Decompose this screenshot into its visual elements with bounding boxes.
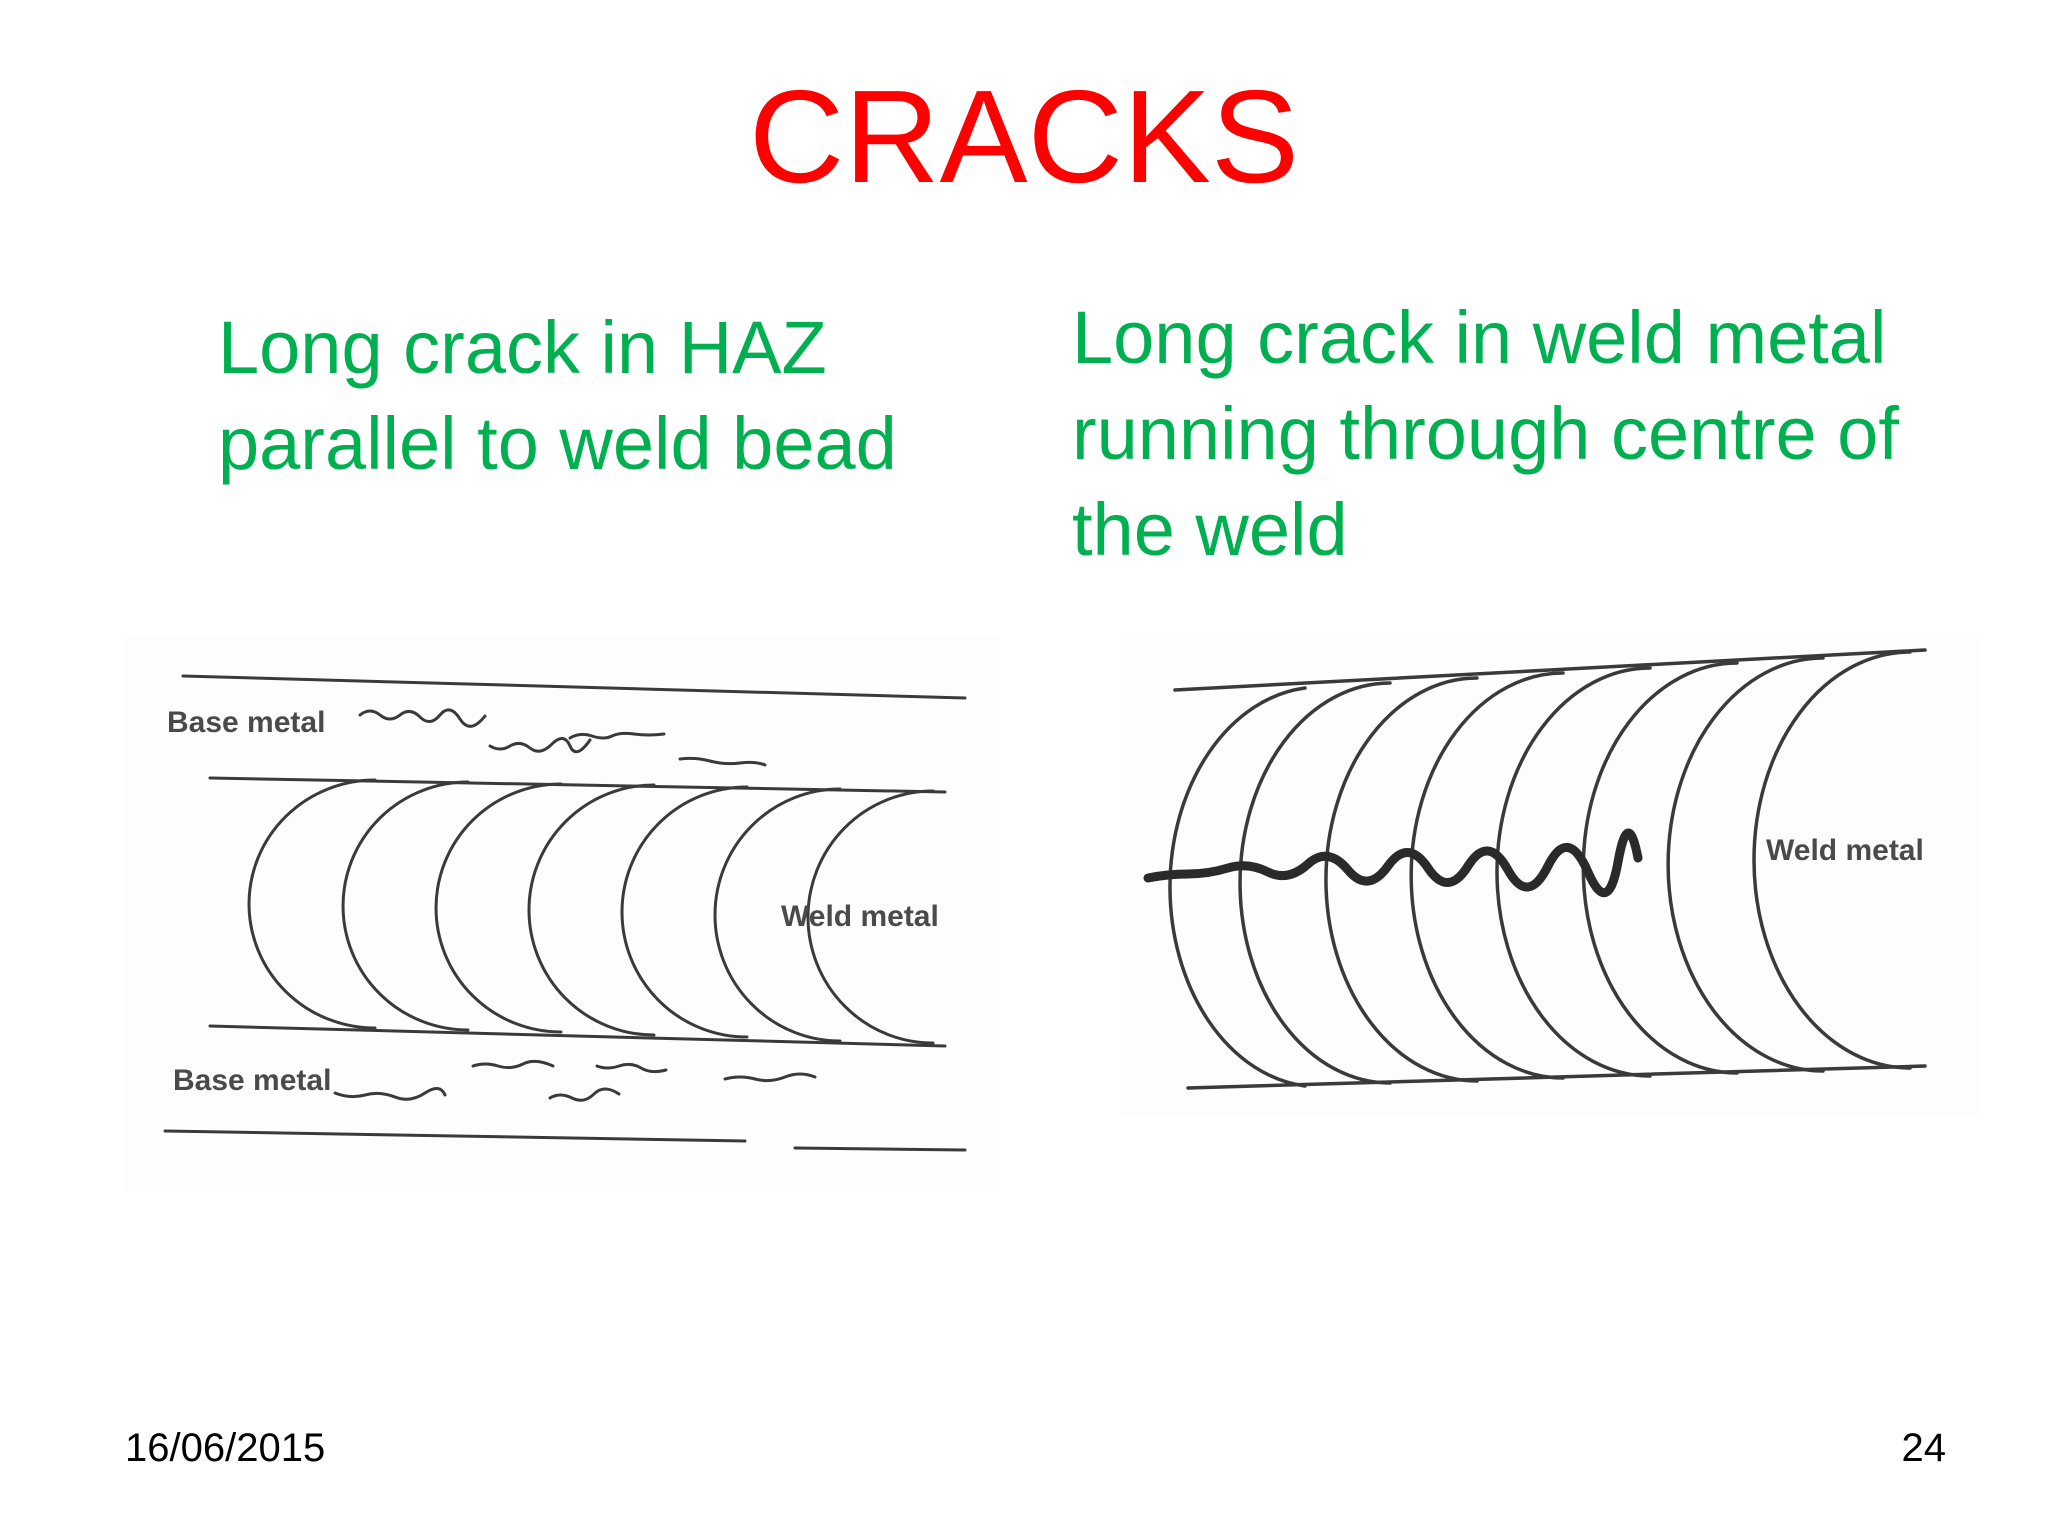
left-caption-line-2: parallel to weld bead [218, 402, 897, 485]
right-caption-line-2: running through centre of [1072, 392, 1899, 475]
footer-date: 16/06/2015 [125, 1426, 326, 1470]
centreline-crack-diagram: Weld metal [1120, 638, 1982, 1116]
weld-ripple-1 [247, 778, 377, 1030]
right-caption-line-1: Long crack in weld metal [1072, 296, 1887, 379]
weld-ripple-5 [620, 785, 749, 1039]
weld-ripple-5 [1495, 666, 1652, 1078]
lower-fusion-line [208, 1024, 947, 1048]
haz-crack-bottom-1 [333, 1087, 447, 1101]
weld-metal-label: Weld metal [781, 900, 939, 933]
weld-ripple-2 [1238, 681, 1392, 1085]
haz-crack-bottom-5 [723, 1072, 817, 1083]
haz-crack-top-1 [358, 708, 487, 728]
haz-crack-top-2 [488, 737, 592, 754]
weld-ripple-7 [806, 789, 935, 1045]
haz-crack-bottom-4 [595, 1062, 668, 1074]
weld-ripple-7 [1666, 656, 1825, 1073]
left-caption: Long crack in HAZ parallel to weld bead [218, 300, 897, 492]
right-caption-line-3: the weld [1072, 488, 1348, 571]
haz-crack-drawing: Base metal Weld metal Base metal [163, 674, 967, 1152]
haz-crack-top-3 [568, 731, 666, 740]
weld-ripple-2 [341, 780, 470, 1032]
weld-ripple-3 [1324, 676, 1479, 1083]
haz-crack-top-4 [678, 756, 767, 767]
slide-title: CRACKS [748, 63, 1300, 210]
base-metal-bottom-label: Base metal [173, 1064, 331, 1097]
weld-ripple-4 [1409, 671, 1565, 1080]
right-caption: Long crack in weld metal running through… [1072, 290, 1899, 578]
top-weld-edge [1173, 648, 1927, 692]
weld-ripple-4 [527, 783, 656, 1037]
page-number: 24 [1901, 1426, 1947, 1470]
top-plate-edge [181, 674, 967, 700]
weld-ripple-3 [434, 782, 563, 1034]
haz-crack-diagram: Base metal Weld metal Base metal [125, 636, 1000, 1191]
weld-metal-label: Weld metal [1766, 834, 1924, 867]
bottom-plate-edge-right [793, 1146, 967, 1152]
haz-crack-bottom-2 [471, 1059, 555, 1070]
haz-crack-bottom-3 [548, 1087, 621, 1102]
base-metal-top-label: Base metal [167, 706, 325, 739]
weld-ripple-1 [1168, 686, 1307, 1088]
bottom-plate-edge [163, 1129, 747, 1143]
weld-ripple-6 [713, 787, 842, 1043]
weld-ripple-8 [1752, 650, 1912, 1070]
left-caption-line-1: Long crack in HAZ [218, 306, 827, 389]
centreline-crack [1143, 828, 1643, 897]
centreline-crack-drawing: Weld metal [1143, 648, 1927, 1090]
